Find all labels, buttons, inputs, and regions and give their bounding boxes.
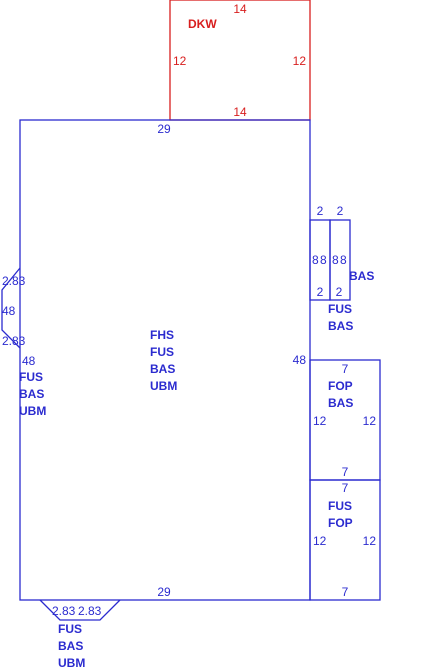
main-label-1: FHS [150, 328, 174, 342]
main-label-3: BAS [150, 362, 175, 376]
porch-lower-dim-bottom: 7 [342, 585, 349, 599]
deck-dim-top: 14 [233, 2, 247, 16]
chimney-right-dim-bottom: 2 [336, 285, 343, 299]
bay-left-dim-side: 48 [22, 354, 36, 368]
bay-left-label-3: UBM [19, 404, 46, 418]
deck-dim-right: 12 [293, 54, 307, 68]
chimney-left-dim-side-left: 8 [312, 253, 319, 267]
bay-left-outline [1, 267, 21, 349]
main-dim-bottom: 29 [157, 585, 171, 599]
porch-lower-dim-top: 7 [342, 481, 349, 495]
chimneys: 2 2 8 8 8 8 2 2 BAS FUS BAS [309, 204, 374, 333]
bay-window-left: 2.83 48 2.83 48 FUS BAS UBM [1, 267, 46, 418]
porch-lower-dim-left: 12 [313, 534, 327, 548]
porch-lower-dim-right: 12 [363, 534, 377, 548]
chimney-label-2: BAS [328, 319, 353, 333]
chimney-right-dim-top: 2 [337, 204, 344, 218]
porch-upper-dim-bottom: 7 [342, 465, 349, 479]
bay-left-dim-top: 2.83 [2, 274, 26, 288]
deck-dim-left: 12 [173, 54, 187, 68]
porch-upper-label-1: FOP [328, 379, 353, 393]
bay-bottom-label-1: FUS [58, 622, 82, 636]
porch-lower-label-2: FOP [328, 516, 353, 530]
bay-bottom-outline [39, 599, 121, 621]
main-label-4: UBM [150, 379, 177, 393]
porch-lower: 7 7 12 12 FUS FOP [309, 479, 381, 601]
deck-dim-bottom: 14 [233, 105, 247, 119]
porch-upper: 7 7 12 12 FOP BAS [309, 359, 381, 481]
chimney-right-dim-side-right: 8 [340, 253, 347, 267]
chimney-left-dim-side-right: 8 [320, 253, 327, 267]
bay-bottom-dim-right: 2.83 [78, 604, 102, 618]
porch-lower-outline [309, 479, 381, 601]
bay-left-dim-front: 48 [2, 304, 16, 318]
main-dim-right: 48 [293, 353, 307, 367]
porch-upper-dim-right: 12 [363, 414, 377, 428]
main-outline [19, 119, 311, 601]
main-dim-top: 29 [157, 122, 171, 136]
bay-bottom-label-2: BAS [58, 639, 83, 653]
bay-left-dim-bottom: 2.83 [2, 334, 26, 348]
porch-upper-dim-top: 7 [342, 362, 349, 376]
chimney-label-1: FUS [328, 302, 352, 316]
bay-left-label-1: FUS [19, 370, 43, 384]
porch-upper-dim-left: 12 [313, 414, 327, 428]
porch-upper-label-2: BAS [328, 396, 353, 410]
chimney-right-outline [329, 219, 351, 301]
chimney-left-dim-bottom: 2 [317, 285, 324, 299]
main-area: FHS FUS BAS UBM 29 29 48 [19, 119, 311, 601]
main-label-2: FUS [150, 345, 174, 359]
porch-lower-label-1: FUS [328, 499, 352, 513]
chimney-outer-label: BAS [349, 269, 374, 283]
bay-bottom-label-3: UBM [58, 656, 85, 670]
bay-left-label-2: BAS [19, 387, 44, 401]
bay-window-bottom: 2.83 2.83 FUS BAS UBM [39, 599, 121, 670]
bay-bottom-dim-left: 2.83 [52, 604, 76, 618]
deck-area: DKW 14 14 12 12 [169, 0, 311, 121]
chimney-right-dim-side-left: 8 [332, 253, 339, 267]
chimney-left-dim-top: 2 [317, 204, 324, 218]
deck-label: DKW [188, 17, 217, 31]
